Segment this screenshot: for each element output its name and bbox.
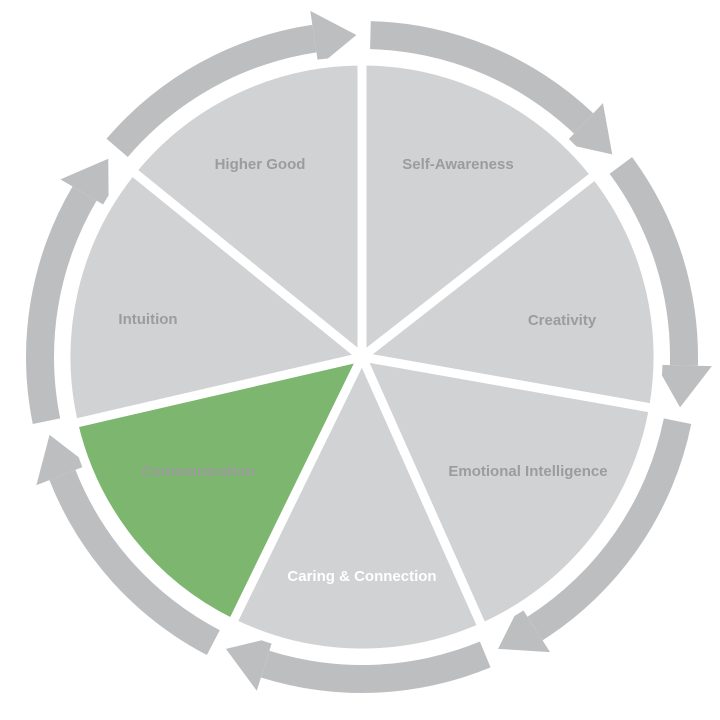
ring-arrowhead-icon xyxy=(36,434,89,486)
segment-intuition[interactable] xyxy=(125,56,367,367)
ring-arrowhead-icon xyxy=(310,10,357,67)
ring-arc-self-awareness xyxy=(609,157,699,366)
segment-label-communication: Communication xyxy=(141,463,254,480)
ring-arrowhead-icon xyxy=(655,364,712,408)
ring-arc-caring-connection xyxy=(49,469,220,656)
ring-arc-communication xyxy=(25,186,97,424)
segment-creativity[interactable] xyxy=(354,351,659,634)
segment-higher-good[interactable] xyxy=(357,56,602,367)
arrow-ring xyxy=(25,10,712,694)
segment-label-self-awareness: Self-Awareness xyxy=(402,156,513,173)
segment-wheel xyxy=(61,56,663,658)
segment-label-creativity: Creativity xyxy=(528,312,597,329)
ring-arrowhead-icon xyxy=(498,604,551,653)
ring-arrowhead-icon xyxy=(564,103,613,155)
ring-arc-intuition xyxy=(106,24,317,157)
ring-arrowhead-icon xyxy=(225,637,274,691)
segment-emotional-intelligence[interactable] xyxy=(226,346,489,658)
segment-label-intuition: Intuition xyxy=(118,311,177,328)
ring-arc-emotional-intelligence xyxy=(260,641,491,694)
segment-label-caring-connection: Caring & Connection xyxy=(287,568,436,585)
segment-caring-connection[interactable] xyxy=(68,350,371,630)
segment-label-higher-good: Higher Good xyxy=(215,156,306,173)
segment-label-emotional-intelligence: Emotional Intelligence xyxy=(448,463,607,480)
ring-arrowhead-icon xyxy=(60,158,109,208)
segment-communication[interactable] xyxy=(61,164,373,429)
segment-labels: Higher Good Self-AwarenessCreativityEmoti… xyxy=(118,156,607,585)
segment-self-awareness[interactable] xyxy=(351,168,663,414)
ring-arc-higher-good xyxy=(370,21,594,134)
ring-arc-creativity xyxy=(527,418,692,641)
